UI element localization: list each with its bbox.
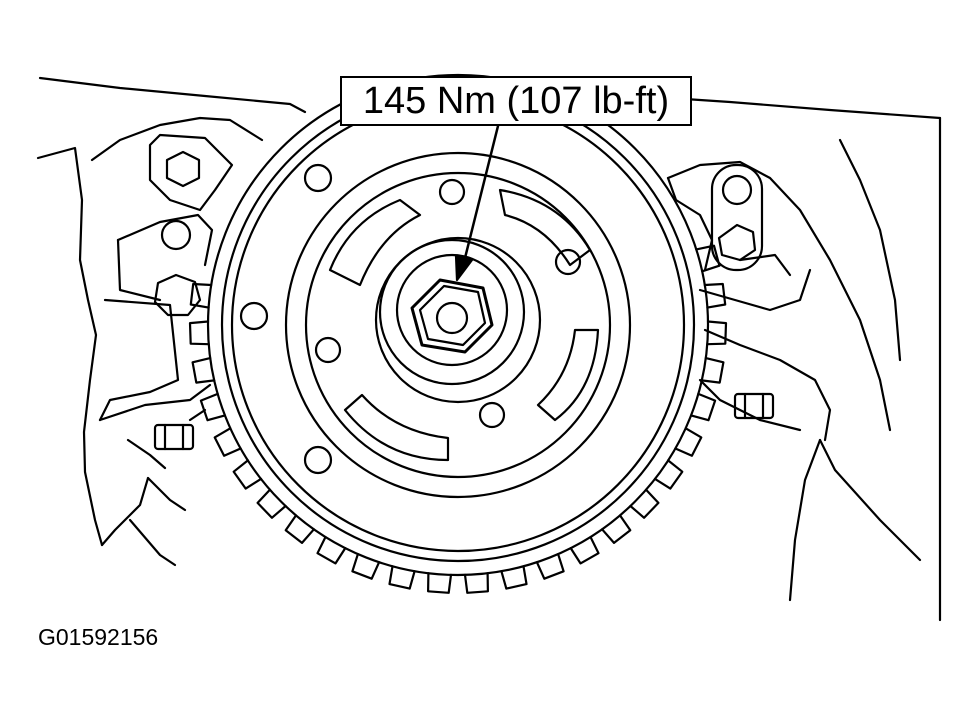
wheel-tooth: [689, 392, 717, 422]
engine-block-outline: [36, 76, 942, 622]
torque-leader-arrow: [454, 124, 500, 282]
figure-id: G01592156: [38, 624, 159, 650]
wheel-tooth: [189, 282, 213, 309]
wheel-tooth: [569, 535, 600, 565]
upper-left-bolt-icon: [165, 150, 201, 188]
right-bracket-bolts: [710, 163, 775, 420]
crankshaft-pulley: [188, 73, 728, 594]
spoke-window: [328, 198, 422, 287]
spoke-window: [536, 328, 600, 422]
wheel-tooth: [695, 244, 721, 273]
torque-callout: 145 Nm (107 lb-ft): [340, 76, 692, 126]
wheel-tooth: [256, 488, 287, 519]
wheel-tooth: [232, 459, 263, 490]
wheel-tooth: [463, 572, 489, 594]
wheel-tooth: [700, 357, 725, 384]
wheel-tooth: [600, 514, 632, 545]
wheel-tooth: [535, 552, 565, 580]
wheel-tooth: [703, 282, 727, 309]
wheel-tooth: [500, 565, 528, 590]
trigger-wheel-teeth: [188, 244, 728, 594]
wheel-tooth: [351, 552, 381, 580]
wheel-tooth: [427, 572, 453, 594]
wheel-tooth: [284, 514, 315, 545]
wheel-tooth: [388, 565, 416, 590]
spoke-window: [343, 393, 450, 462]
wheel-tooth: [706, 320, 728, 346]
upper-right-bolt-icon: [717, 223, 757, 262]
wheel-tooth: [213, 427, 242, 457]
wheel-tooth: [629, 488, 660, 519]
middle-left-bolt-icon: [153, 273, 202, 317]
wheel-tooth: [653, 459, 684, 490]
wheel-tooth: [674, 427, 703, 457]
wheel-tooth: [188, 320, 210, 346]
wheel-tooth: [316, 535, 347, 565]
center-bolt-icon: [410, 278, 494, 354]
left-bracket-bolts: [153, 150, 202, 451]
wheel-tooth: [191, 357, 216, 384]
wheel-tooth: [199, 392, 226, 422]
